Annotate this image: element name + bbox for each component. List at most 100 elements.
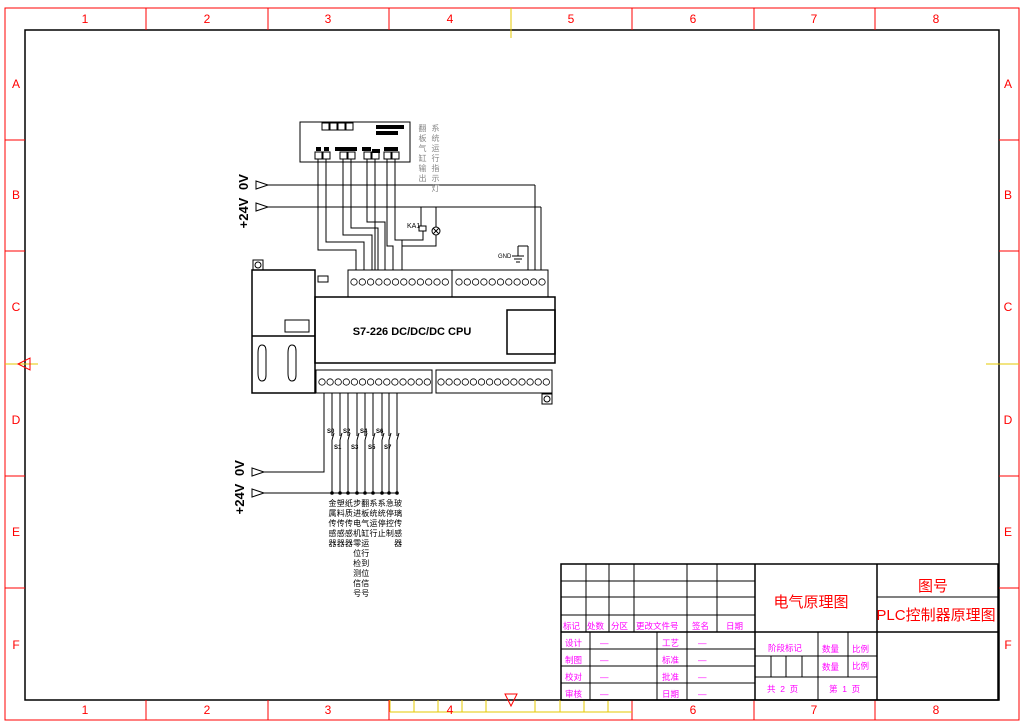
input-label: 塑料传感器 [336, 499, 346, 549]
switch-label: S6 [376, 429, 384, 435]
title-block-text: 标记 处数 分区 更改文件号 签名 日期 设计 — 工艺 — 制图 — 标准 —… [563, 621, 869, 699]
rev-header: 标记 [563, 621, 581, 631]
input-switch-wire [339, 393, 343, 493]
column-label: 8 [933, 12, 940, 26]
terminal-screw [496, 278, 505, 286]
input-switch-wire [396, 393, 400, 493]
terminal-screw [441, 278, 449, 286]
terminal-screw [494, 378, 502, 386]
terminal-screw [416, 278, 424, 286]
terminal-screw [518, 378, 526, 386]
role-value: — [698, 655, 707, 665]
plc-cpu [251, 259, 556, 405]
role-value: — [698, 689, 707, 699]
terminal-screw [407, 378, 415, 386]
terminal-screw [488, 278, 496, 286]
rev-header: 更改文件号 [636, 621, 679, 631]
terminal-screw [391, 278, 400, 286]
role-value: — [600, 638, 609, 648]
terminal-screw [445, 378, 453, 386]
terminal-screw [408, 278, 416, 286]
grid-ticks [5, 8, 1019, 720]
terminal-screw [534, 378, 542, 386]
column-label: 8 [933, 703, 940, 717]
input-switch-wire [331, 393, 335, 493]
row-label: F [1004, 638, 1011, 652]
column-label: 3 [325, 703, 332, 717]
input-label: 金属传感器 [328, 499, 337, 549]
inner-frame [24, 29, 1000, 701]
role-label: 标准 [662, 655, 680, 665]
switch-label: S0 [327, 429, 335, 435]
zero-v-label-bottom: 0V [232, 460, 247, 476]
drawing-name: PLC控制器原理图 [876, 607, 995, 624]
role-value: — [600, 672, 609, 682]
centering-arrow-bottom [504, 693, 518, 708]
role-value: — [600, 689, 609, 699]
column-label: 4 [447, 12, 454, 26]
switch-label: S1 [334, 445, 342, 451]
input-label: 系统运行 [369, 499, 378, 539]
terminal-screw [425, 278, 433, 286]
junction-dot [355, 491, 359, 495]
role-value: — [600, 655, 609, 665]
row-label: B [12, 188, 20, 202]
column-label: 1 [82, 703, 89, 717]
input-switch-wires [330, 393, 400, 495]
column-label: 6 [690, 703, 697, 717]
terminal-screw [375, 278, 383, 286]
input-label: 系统停止 [377, 499, 387, 539]
terminal-screw [437, 378, 445, 386]
switch-label: S5 [368, 445, 376, 451]
terminal-screw [318, 378, 326, 386]
terminal-screw [375, 378, 383, 386]
terminal-screw [399, 378, 407, 386]
input-switch-wire [388, 393, 392, 493]
row-label: C [1004, 300, 1013, 314]
junction-dot [371, 491, 375, 495]
terminal-screw [461, 378, 469, 386]
input-switch-wire [347, 393, 351, 493]
rev-header: 分区 [611, 621, 629, 631]
row-label: A [12, 77, 20, 91]
role-label: 设计 [565, 638, 583, 648]
outer-frame [4, 7, 1020, 721]
terminal-screw [383, 278, 391, 286]
terminal-screw [538, 278, 546, 286]
terminal-screw [358, 378, 367, 386]
title-block-grid [560, 563, 999, 701]
row-label: E [12, 525, 20, 539]
row-label: A [1004, 77, 1012, 91]
column-labels: 1 2 3 4 5 6 7 8 1 2 3 4 6 7 8 [82, 12, 940, 717]
plus-24v-label-bottom: +24V [232, 483, 247, 514]
role-label: 工艺 [662, 638, 679, 648]
terminal-screw [400, 278, 408, 286]
terminal-screw [502, 378, 510, 386]
terminal-screw [505, 278, 513, 286]
drawing-number-label: 图号 [918, 578, 948, 595]
row-labels: A B C D E F A B C D E F [12, 77, 1013, 652]
junction-dot [363, 491, 367, 495]
input-label: 翻板气缸运行到位信号 [360, 499, 370, 599]
terminal-screw [510, 378, 518, 386]
total-sheets: 共 2 页 [767, 684, 798, 694]
terminal-screw [530, 278, 538, 286]
quantity-label: 数量 [822, 644, 840, 654]
switch-label: S4 [360, 429, 368, 435]
role-label: 制图 [565, 655, 582, 665]
column-label: 7 [811, 703, 818, 717]
plc-model-label: S7-226 DC/DC/DC CPU [353, 326, 472, 338]
terminal-screw [391, 378, 399, 386]
switch-label: S7 [384, 445, 392, 451]
role-label: 校对 [565, 672, 583, 682]
terminal-screw [415, 378, 423, 386]
gnd-label: GND [498, 254, 512, 260]
zero-v-label-top: 0V [236, 174, 251, 190]
row-label: C [12, 300, 21, 314]
row-label: D [12, 413, 21, 427]
input-label: 纸质传感器 [344, 499, 354, 549]
terminal-screw [526, 378, 534, 386]
input-switch-wire [381, 393, 385, 493]
terminal-screw [480, 278, 488, 286]
